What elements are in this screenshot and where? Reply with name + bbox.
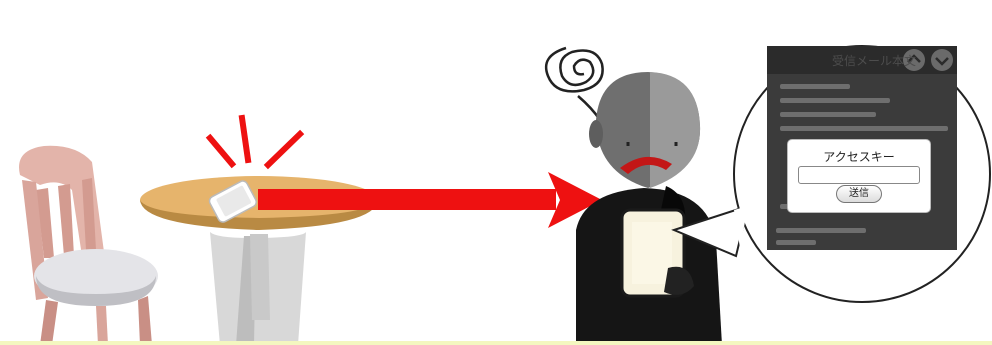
blurred-text-line [780, 112, 876, 117]
ringing-phone-icon [208, 180, 257, 223]
blurred-text-line [776, 240, 816, 245]
cafe-table-icon [140, 176, 378, 345]
blurred-text-line [780, 126, 948, 131]
ground-strip [0, 341, 992, 345]
submit-button[interactable]: 送信 [836, 185, 882, 203]
blurred-text-line [776, 228, 866, 233]
red-arrow-icon [258, 172, 602, 228]
access-key-input[interactable] [798, 166, 920, 184]
blurred-text-line [780, 98, 890, 103]
chair-icon [19, 145, 158, 345]
confusion-scribble-icon [544, 46, 604, 121]
dialog-title: アクセスキー [823, 150, 895, 164]
access-key-dialog: アクセスキー 送信 [788, 140, 930, 212]
ringing-lines-icon [205, 114, 305, 170]
blurred-text-line [780, 84, 850, 89]
tablet-icon [620, 208, 694, 298]
screen-header-title: 受信メール本文 [832, 53, 916, 68]
